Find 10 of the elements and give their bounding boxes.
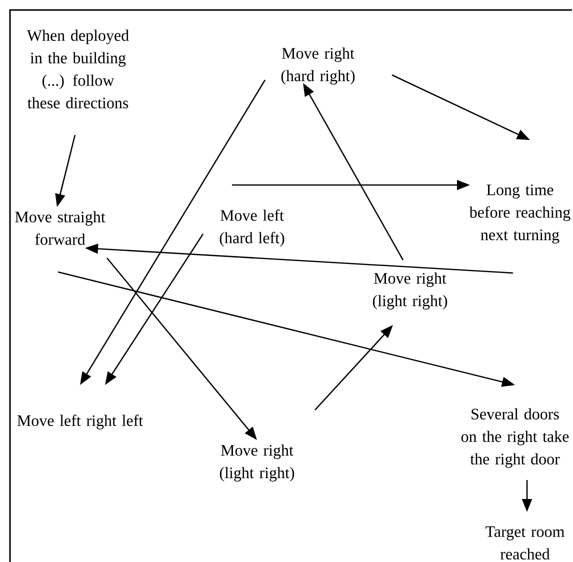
step-text: Move left (hard left) [220, 209, 284, 247]
step-text: Move right (hard right) [281, 47, 355, 85]
step-text: Move left right left [17, 414, 143, 430]
step-text: Move straight forward [15, 211, 106, 245]
step-text: Several doors on the right take the right door [461, 408, 569, 468]
step-text: Move right (light right) [372, 272, 448, 310]
step-text: Move right (light right) [220, 444, 294, 482]
step-text: Long time before reaching next turning [469, 184, 570, 244]
step-text: When deployed in the building (...) follow these directions [26, 30, 129, 108]
step-text: Target room reached [486, 526, 564, 560]
